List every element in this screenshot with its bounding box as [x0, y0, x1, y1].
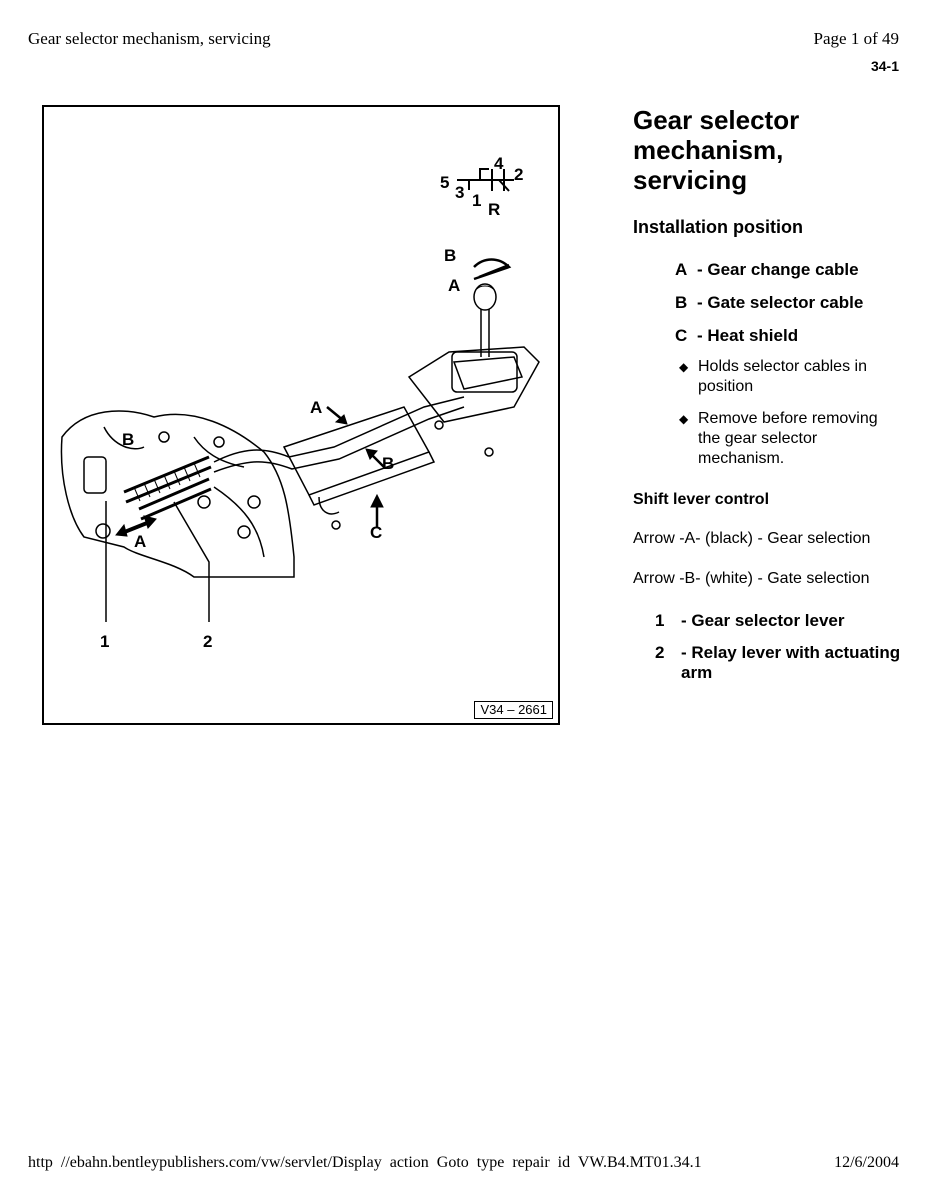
footer-date: 12/6/2004 [834, 1154, 899, 1171]
footer-url: http //ebahn.bentleypublishers.com/vw/se… [28, 1154, 702, 1171]
bullet-item: ◆ Remove before removing the gear select… [679, 409, 903, 469]
arrow-b-description: Arrow -B- (white) - Gate selection [633, 570, 870, 587]
diamond-bullet-icon: ◆ [679, 360, 689, 374]
gear-knob [473, 283, 497, 311]
item-text: - Relay lever with actuating arm [681, 643, 901, 682]
callout-c: C [370, 523, 382, 542]
gate-label-5: 5 [440, 173, 449, 192]
legend-item: A - Gear change cable [675, 260, 903, 280]
gate-diagram [457, 168, 514, 192]
bullet-text: Remove before removing the gear selector… [698, 410, 878, 467]
header-title: Gear selector mechanism, servicing [28, 29, 271, 48]
content-column: Gear selector mechanism, servicing Insta… [633, 105, 903, 695]
callout-a-left: A [134, 532, 146, 551]
legend-key: C [675, 326, 688, 345]
item-label-2: 2 [203, 632, 212, 651]
figure-illustration: 5 3 1 4 2 R B A A B C B A 1 2 V34 – 2661 [42, 105, 560, 725]
gear-lever [480, 307, 490, 357]
transmission-outline [60, 410, 295, 578]
installation-heading: Installation position [633, 217, 803, 237]
gate-label-3: 3 [455, 183, 464, 202]
item-label-1: 1 [100, 632, 109, 651]
bullet-item: ◆ Holds selector cables in position [679, 357, 903, 397]
gate-label-1: 1 [472, 191, 481, 210]
selector-cables [213, 396, 465, 463]
callout-b: B [382, 454, 394, 473]
shift-lever-heading: Shift lever control [633, 491, 770, 508]
section-number: 34-1 [870, 58, 899, 74]
legend-item: B - Gate selector cable [675, 293, 903, 313]
bullet-text: Holds selector cables in position [698, 358, 867, 395]
leader-line-2 [173, 501, 210, 622]
item-list: 1 - Gear selector lever 2 - Relay lever … [633, 611, 903, 683]
gate-label-2: 2 [514, 165, 523, 184]
legend-item: C - Heat shield [675, 326, 903, 346]
figure-code: V34 – 2661 [474, 701, 553, 719]
shifter-housing [407, 346, 540, 423]
selector-lever [83, 456, 107, 494]
legend-text: - Gate selector cable [697, 293, 864, 312]
legend-text: - Gear change cable [697, 260, 859, 279]
legend-text: - Heat shield [697, 326, 799, 345]
item-text: - Gear selector lever [681, 611, 845, 630]
callout-b-left: B [122, 430, 134, 449]
item-number: 2 [655, 643, 665, 662]
legend-list: A - Gear change cable B - Gate selector … [633, 260, 903, 346]
bullet-list: ◆ Holds selector cables in position ◆ Re… [633, 357, 903, 469]
cable-label-b: B [444, 246, 456, 265]
legend-key: B [675, 293, 688, 312]
gate-label-4: 4 [494, 154, 504, 173]
gate-label-r: R [488, 200, 500, 219]
diamond-bullet-icon: ◆ [679, 412, 689, 426]
list-item: 2 - Relay lever with actuating arm [655, 643, 903, 683]
arrow-a-description: Arrow -A- (black) - Gear selection [633, 530, 871, 547]
gear-selector-drawing: 5 3 1 4 2 R B A A B C B A 1 2 [60, 154, 540, 651]
list-item: 1 - Gear selector lever [655, 611, 903, 631]
legend-key: A [675, 260, 688, 279]
cable-label-a: A [448, 276, 460, 295]
page-number: Page 1 of 49 [813, 29, 899, 48]
item-number: 1 [655, 611, 665, 630]
callout-a: A [310, 398, 322, 417]
page-title: Gear selector mechanism, servicing [633, 105, 800, 195]
